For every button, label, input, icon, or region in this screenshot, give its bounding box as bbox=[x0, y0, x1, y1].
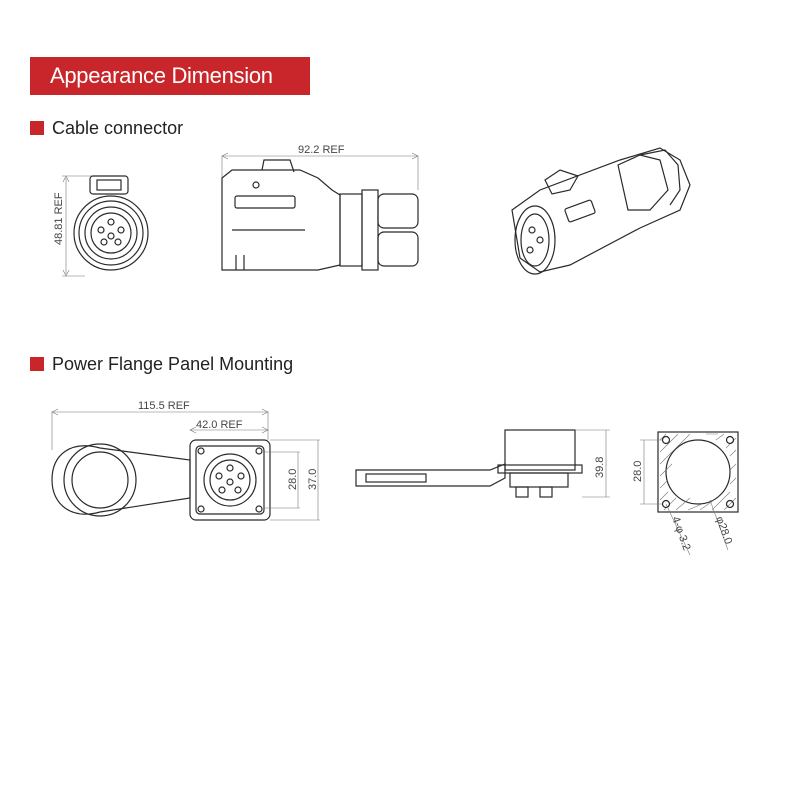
page-title-banner: Appearance Dimension bbox=[30, 57, 310, 95]
dim-flange-total: 115.5 REF bbox=[138, 400, 190, 412]
cable-side-view bbox=[221, 152, 419, 271]
section-label: Power Flange Panel Mounting bbox=[52, 354, 294, 374]
dim-cutout-height: 28.0 bbox=[632, 461, 644, 482]
dim-holes: 4-φ 3.2 bbox=[669, 515, 692, 552]
dim-flange-inner: 28.0 bbox=[287, 469, 299, 490]
flange-side-view bbox=[355, 429, 610, 498]
dim-cable-height: 48.81 REF bbox=[53, 192, 65, 245]
section-flange-mounting: Power Flange Panel Mounting bbox=[30, 354, 293, 375]
cable-front-view bbox=[62, 175, 149, 277]
section-label: Cable connector bbox=[52, 118, 184, 138]
dim-flange-outer: 37.0 bbox=[307, 469, 319, 490]
dim-bore: φ28.0 bbox=[713, 515, 734, 546]
dim-side-height: 39.8 bbox=[594, 457, 606, 478]
panel-cutout-view bbox=[640, 431, 739, 556]
flange-front-view bbox=[51, 408, 320, 521]
dim-cable-length: 92.2 REF bbox=[298, 144, 345, 156]
section-bullet-icon bbox=[30, 357, 44, 371]
section-cable-connector: Cable connector bbox=[30, 118, 183, 139]
section-bullet-icon bbox=[30, 121, 44, 135]
dim-flange-width: 42.0 REF bbox=[196, 419, 243, 431]
cable-perspective-view bbox=[511, 147, 691, 275]
